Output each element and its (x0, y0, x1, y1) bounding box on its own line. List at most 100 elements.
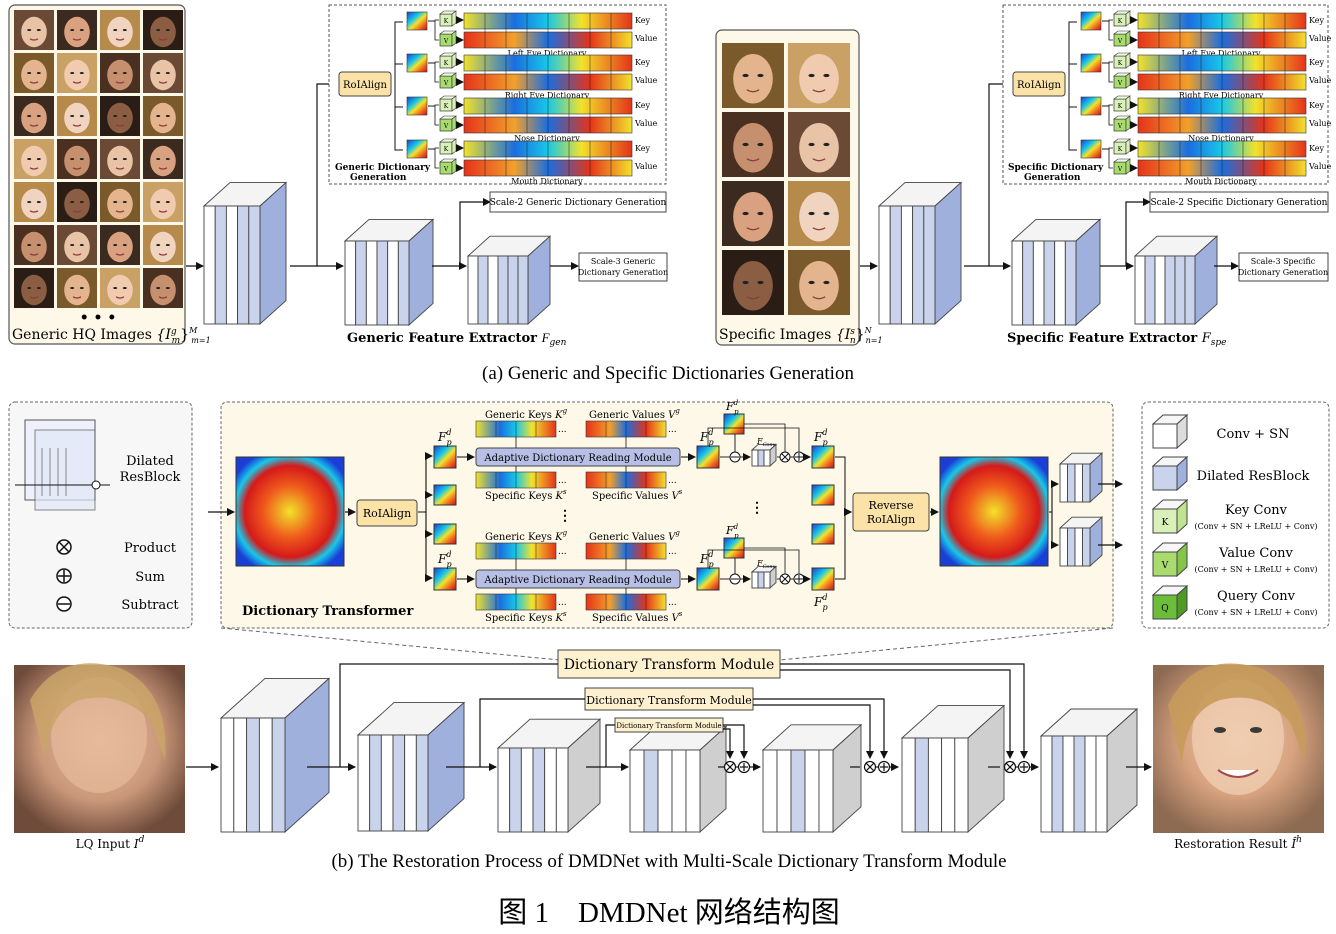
face-thumbnail (143, 225, 183, 265)
generic-keys-label: Generic Keys Kg (485, 407, 568, 421)
generic-scale3-line1: Scale-3 Generic (591, 257, 656, 266)
legend-dilated: Dilated (126, 454, 174, 469)
kv-letter: V (443, 38, 449, 45)
kv-letter: K (1118, 18, 1123, 25)
dictionary-name: Right Eye Dictionary (1179, 91, 1264, 100)
face-thumbnail (57, 53, 97, 93)
face-thumbnail (788, 112, 850, 177)
skip-dtm-to-op3a (780, 663, 1028, 759)
specific-values-label: Specific Values Vs (592, 488, 683, 502)
face-thumbnail (57, 10, 97, 50)
legend-value-conv: Value Conv (1218, 546, 1293, 561)
output-cube-1 (1058, 452, 1104, 504)
transformer-vdots: ⋮ (558, 508, 572, 524)
dictionary-name: Mouth Dictionary (1185, 177, 1257, 186)
generic-values-label: Generic Values Vg (589, 529, 680, 543)
query-patch (433, 567, 457, 591)
arrow-to-scale2 (459, 198, 491, 266)
caption-main: 图 1 DMDNet 网络结构图 (498, 896, 840, 929)
generic-keys-label: Generic Keys Kg (485, 529, 568, 543)
face-thumbnail (722, 181, 784, 246)
key-label: Key (635, 144, 650, 153)
feature-patch (1080, 139, 1102, 159)
output-patch (811, 445, 835, 469)
face-thumbnail (100, 182, 140, 222)
transformer-output-block-2 (1058, 516, 1104, 568)
face-thumbnail (14, 225, 54, 265)
generic-scale3-line2: Dictionary Generation (578, 268, 668, 277)
generic-encoder-block (202, 181, 288, 326)
kv-letter: V (443, 80, 449, 87)
lq-input-label: LQ Input Id (76, 835, 145, 851)
transformer-output-heatmap (939, 456, 1049, 567)
strip-ellipsis: ... (558, 476, 567, 486)
strip-ellipsis: ... (668, 598, 677, 608)
legend-sum: Sum (135, 570, 165, 585)
legend-query-conv-sub: (Conv + SN + LReLU + Conv) (1195, 608, 1318, 617)
legend-right-frame (1141, 401, 1330, 629)
skip-b2-to-dtm (479, 698, 585, 767)
dictionary-name: Left Eye Dictionary (1182, 49, 1261, 58)
conv-sn-cube-icon (1151, 413, 1189, 450)
dictionary-name: Mouth Dictionary (511, 177, 583, 186)
strip-ellipsis: ... (668, 476, 677, 486)
face-thumbnail (788, 250, 850, 315)
face-thumbnail (100, 10, 140, 50)
value-label: Value (1308, 34, 1332, 43)
specific-extractor-cube-1 (1010, 218, 1102, 327)
face-thumbnail (100, 53, 140, 93)
specific-scale3-line2: Dictionary Generation (1238, 268, 1328, 277)
skip-b1-to-dtm (339, 663, 558, 767)
generic-extractor-block-1 (343, 218, 435, 327)
face-thumbnail (57, 182, 97, 222)
value-label: Value (634, 162, 658, 171)
zoom-line-right (779, 627, 1114, 661)
face-thumbnail (143, 182, 183, 222)
fconv-block (750, 443, 778, 468)
specific-roialign-box (1012, 71, 1066, 97)
specific-encoder-cube (877, 181, 963, 326)
sum-op-2 (877, 760, 891, 774)
dictionary-name: Nose Dictionary (514, 134, 580, 143)
query-conv-cube-icon: Q (1151, 584, 1189, 621)
cube-letter: Q (1161, 604, 1168, 614)
feature-patch (406, 139, 428, 159)
face-thumbnail (100, 96, 140, 136)
product-op-1 (723, 760, 737, 774)
strip-ellipsis: ... (668, 425, 677, 435)
feature-patch (1080, 53, 1102, 73)
dtm-label-small: Dictionary Transform Module (616, 722, 721, 730)
arrow-out-down (1051, 512, 1059, 549)
legend-value-conv-sub: (Conv + SN + LReLU + Conv) (1195, 565, 1318, 574)
output-patch (811, 567, 835, 591)
dictionary-name: Right Eye Dictionary (505, 91, 590, 100)
face-thumbnail (100, 139, 140, 179)
key-label: Key (1309, 101, 1324, 110)
face-thumbnail (788, 43, 850, 108)
mid-patch (433, 523, 457, 545)
kv-letter: V (1117, 80, 1123, 87)
feature-patch (1080, 96, 1102, 116)
dtm-label-medium: Dictionary Transform Module (586, 694, 751, 707)
legend-dilated-resblock: Dilated ResBlock (1197, 469, 1310, 484)
value-label: Value (634, 34, 658, 43)
zoom-line-left (220, 627, 561, 661)
transformer-vdots-2: ⋮ (750, 500, 764, 516)
skip-b3-to-dtm (605, 724, 615, 767)
result-label: Restoration Result Îh (1174, 835, 1302, 851)
cube-letter: K (1162, 518, 1169, 528)
feature-patch (406, 96, 428, 116)
legend-operations: Dilated ResBlock Product Sum Subtract (8, 401, 193, 629)
adrm-box (475, 569, 681, 589)
face-thumbnail (14, 53, 54, 93)
original-patch (723, 537, 745, 559)
face-thumbnail (143, 139, 183, 179)
mid-patch (433, 484, 457, 506)
